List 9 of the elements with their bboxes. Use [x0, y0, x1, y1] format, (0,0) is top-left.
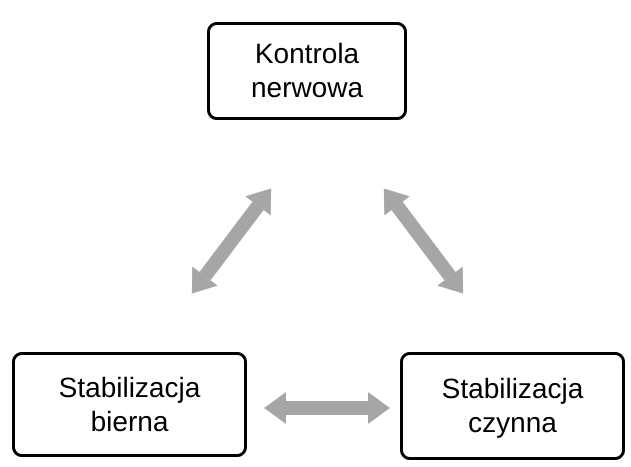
double-arrow — [264, 392, 390, 424]
process-box — [12, 352, 247, 457]
process-box — [400, 352, 625, 460]
process-box — [207, 22, 407, 120]
box-label: Stabilizacja bierna — [58, 370, 202, 438]
double-arrow — [384, 188, 464, 294]
box-label: Stabilizacja czynna — [440, 372, 584, 440]
box-label: Kontrola nerwowa — [250, 37, 364, 105]
double-arrow — [192, 188, 272, 294]
